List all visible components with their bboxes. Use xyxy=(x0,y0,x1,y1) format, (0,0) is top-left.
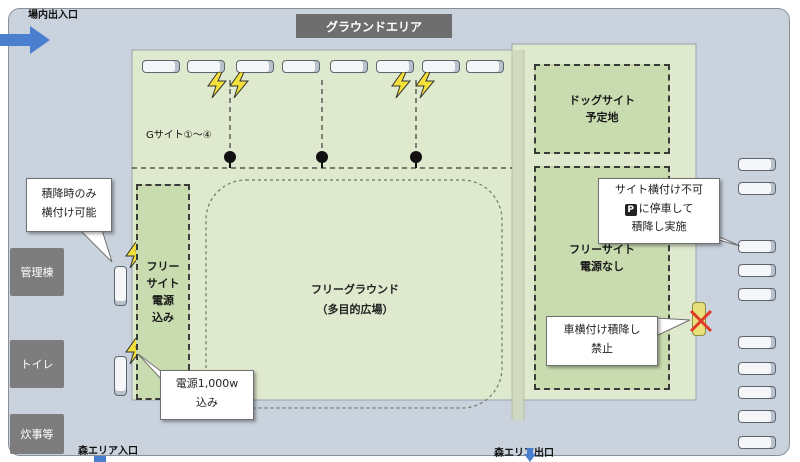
car-right-4 xyxy=(738,264,776,277)
callout-no-car-l2: 禁止 xyxy=(591,341,613,355)
lightning-icon xyxy=(415,72,436,98)
free-ground-area xyxy=(205,179,503,409)
free-site-nopower-line1: フリーサイト xyxy=(569,242,635,256)
lightning-icon xyxy=(229,72,250,98)
car-right-10 xyxy=(738,436,776,449)
free-site-power-zone: フリー サイト 電源 込み xyxy=(136,184,190,400)
car-left-2 xyxy=(114,356,127,396)
dog-site-zone: ドッグサイト 予定地 xyxy=(534,64,670,154)
parking-icon: P xyxy=(624,203,637,216)
car-top-2 xyxy=(187,60,225,73)
callout-no-side-l3: 積降し実施 xyxy=(631,220,687,234)
free-site-power-l3: 電源 xyxy=(152,294,174,307)
car-right-1 xyxy=(738,158,776,171)
callout-unload-l2: 横付け可能 xyxy=(41,205,97,219)
callout-no-side-l1: サイト横付け不可 xyxy=(615,183,703,196)
arrow-down-icon xyxy=(524,448,536,462)
callout-no-car: 車横付け積降し 禁止 xyxy=(546,316,658,366)
car-top-6 xyxy=(376,60,414,73)
car-top-8 xyxy=(466,60,504,73)
page-title: グラウンドエリア xyxy=(296,14,452,38)
tree-icon xyxy=(316,151,328,168)
lightning-icon xyxy=(391,72,412,98)
free-ground-label: フリーグラウンド （多目的広場） xyxy=(270,280,440,320)
hedge-stripe xyxy=(512,50,524,420)
lightning-icon xyxy=(207,72,228,98)
free-site-power-l2: サイト xyxy=(146,276,180,290)
car-right-2 xyxy=(738,182,776,195)
forest-entrance-label: 森エリア入口 xyxy=(78,446,138,457)
tree-icon xyxy=(224,151,236,168)
g-site-label: Gサイト①〜④ xyxy=(146,130,212,141)
entrance-label: 場内出入口 xyxy=(28,10,78,21)
free-site-power-l4: 込み xyxy=(152,311,174,325)
free-ground-line1: フリーグラウンド xyxy=(311,283,399,296)
car-right-6 xyxy=(738,336,776,349)
free-ground-line2: （多目的広場） xyxy=(316,302,394,316)
callout-no-car-l1: 車横付け積降し xyxy=(563,323,641,336)
car-right-3 xyxy=(738,240,776,253)
arrow-right-icon xyxy=(0,26,50,54)
callout-unload-l1: 積降時のみ xyxy=(41,187,97,200)
dog-site-line1: ドッグサイト xyxy=(569,93,635,107)
car-top-4 xyxy=(282,60,320,73)
facility-toilet: トイレ xyxy=(10,340,64,388)
facility-kitchen: 炊事等 xyxy=(10,414,64,454)
tree-icon xyxy=(410,151,422,168)
callout-unload: 積降時のみ 横付け可能 xyxy=(26,178,112,232)
car-right-9 xyxy=(738,410,776,423)
callout-power-l2: 込み xyxy=(196,395,218,409)
car-right-8 xyxy=(738,386,776,399)
car-top-3 xyxy=(236,60,274,73)
car-left-1 xyxy=(114,266,127,306)
car-right-5 xyxy=(738,288,776,301)
cross-icon xyxy=(689,309,713,333)
facility-management: 管理棟 xyxy=(10,248,64,296)
forest-entrance-marker xyxy=(94,456,106,462)
callout-power: 電源1,000w 込み xyxy=(160,370,254,420)
car-right-7 xyxy=(738,362,776,375)
callout-no-side-l2-text: に停車して xyxy=(638,201,694,215)
car-top-1 xyxy=(142,60,180,73)
dog-site-line2: 予定地 xyxy=(585,111,619,124)
forest-exit-label: 森エリア出口 xyxy=(494,448,554,459)
callout-power-l1: 電源1,000w xyxy=(175,377,239,390)
car-top-5 xyxy=(330,60,368,73)
free-site-nopower-line2: 電源なし xyxy=(580,260,624,273)
free-site-power-l1: フリー xyxy=(146,259,180,273)
car-top-7 xyxy=(422,60,460,73)
